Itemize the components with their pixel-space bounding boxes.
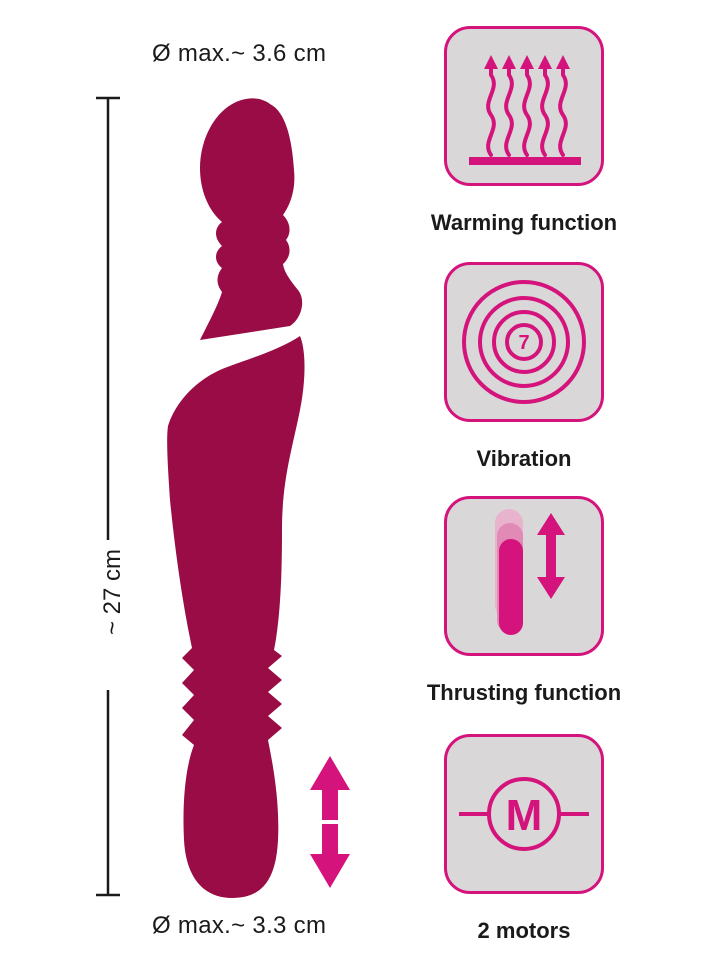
length-dimension-line xyxy=(96,96,120,897)
feature-label-motors: 2 motors xyxy=(477,918,571,943)
motor-icon-text: M xyxy=(506,791,543,840)
product-illustration xyxy=(96,96,350,898)
product-head xyxy=(200,98,303,340)
top-diameter-label: Ø max.~ 3.6 cm xyxy=(152,40,327,67)
feature-label-vibration: Vibration xyxy=(476,446,572,471)
thrusting-icon xyxy=(444,496,604,656)
vibration-icon: 7 xyxy=(444,262,604,422)
thrust-arrow-icon xyxy=(310,756,350,888)
length-label: ~ 27 cm xyxy=(99,548,126,636)
warming-icon xyxy=(444,26,604,186)
product-body xyxy=(167,336,305,898)
feature-label-thrusting: Thrusting function xyxy=(426,680,622,705)
motor-icon: M xyxy=(444,734,604,894)
feature-label-warming: Warming function xyxy=(430,210,618,235)
vibration-icon-text: 7 xyxy=(518,332,529,354)
bottom-diameter-label: Ø max.~ 3.3 cm xyxy=(152,912,327,939)
